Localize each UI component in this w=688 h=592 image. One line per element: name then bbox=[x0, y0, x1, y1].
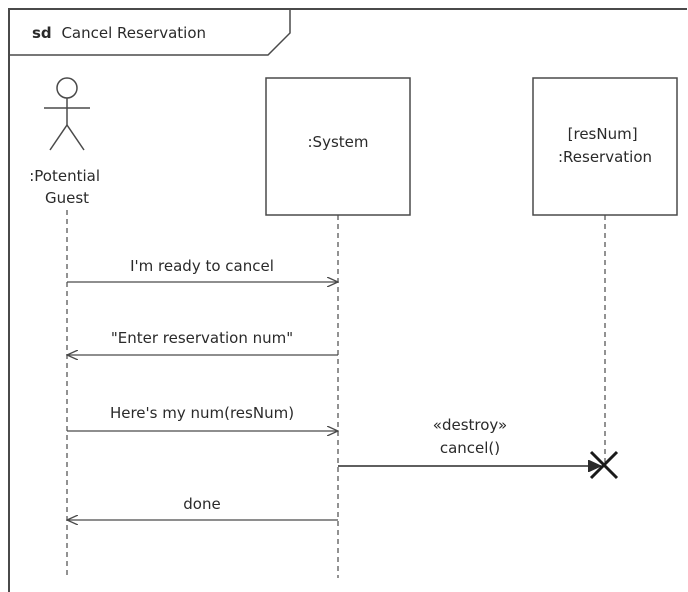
sequence-frame bbox=[8, 8, 687, 592]
frame-title: sd Cancel Reservation bbox=[32, 24, 206, 42]
message-4-label: cancel() bbox=[440, 439, 500, 457]
frame-name: Cancel Reservation bbox=[61, 24, 206, 42]
destroy-x-icon bbox=[589, 450, 619, 480]
reservation-object-label: [resNum] :Reservation bbox=[558, 125, 652, 166]
actor-potential-guest bbox=[44, 77, 90, 151]
message-4-stereotype: «destroy» bbox=[433, 416, 507, 434]
message-5-label: done bbox=[183, 495, 220, 513]
system-object-box bbox=[265, 77, 411, 216]
frame-keyword: sd bbox=[32, 24, 52, 42]
message-1-label: I'm ready to cancel bbox=[130, 257, 274, 275]
actor-label: :Potential Guest bbox=[29, 167, 105, 207]
frame-name-tab bbox=[9, 9, 291, 56]
system-object-label: :System bbox=[308, 133, 369, 151]
message-3-label: Here's my num(resNum) bbox=[110, 404, 294, 422]
message-2-label: "Enter reservation num" bbox=[111, 329, 293, 347]
reservation-object-box bbox=[532, 77, 678, 216]
actor-head bbox=[56, 77, 78, 99]
